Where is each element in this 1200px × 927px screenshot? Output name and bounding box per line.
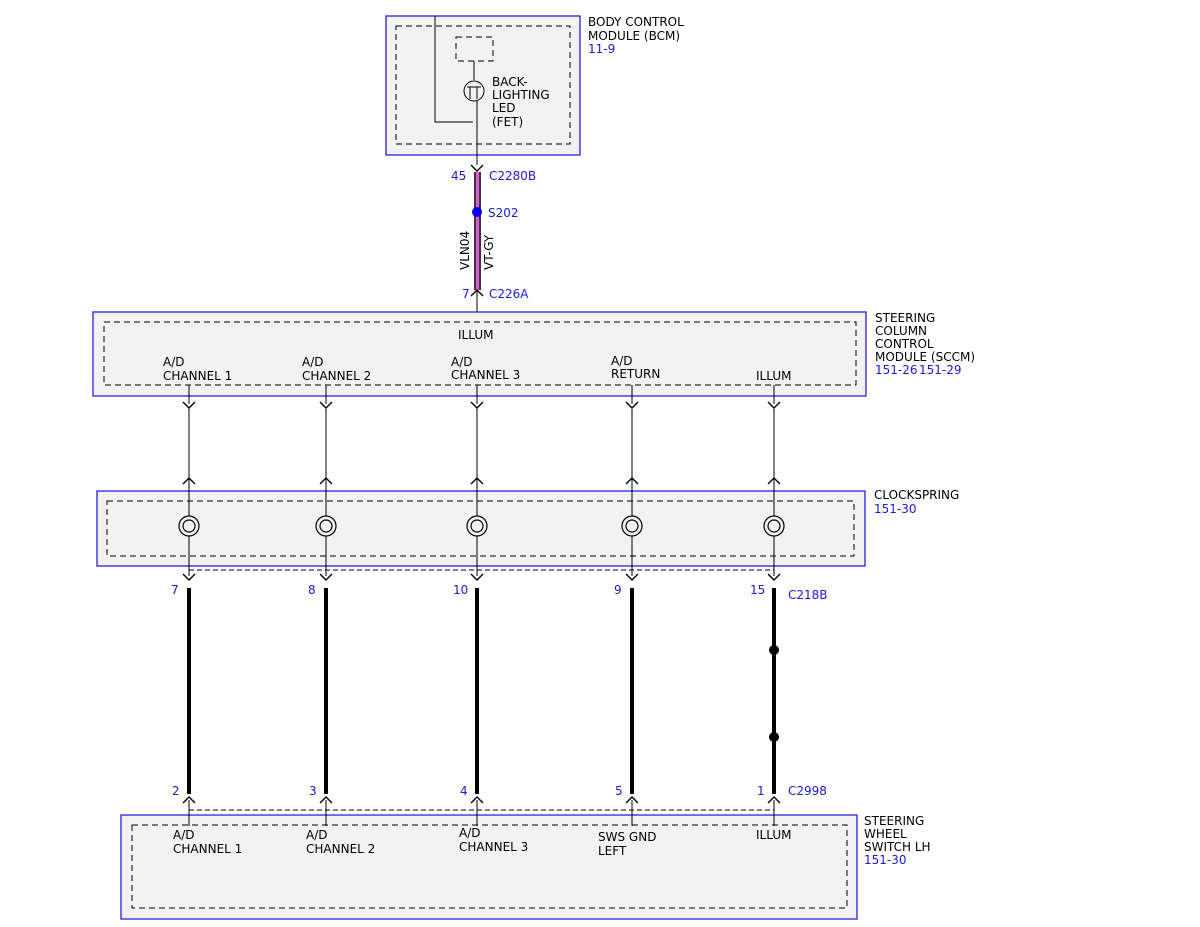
connector-c2280b-icon [470, 164, 484, 172]
sccm-illum-input-label: ILLUM [458, 328, 493, 342]
clockspring-inner-boundary [106, 500, 855, 557]
connector-chevron-icon [767, 573, 781, 581]
wire-channels: 7 2 8 3 10 4 9 5 15 1 [171, 385, 785, 826]
connector-chevron-icon [625, 573, 639, 581]
connector-chevron-icon [767, 477, 781, 485]
clockspring-pin-number: 7 [171, 583, 179, 597]
sccm-module: ILLUM A/D CHANNEL 1 A/D CHANNEL 2 A/D CH… [92, 311, 975, 397]
bcm-ref: 11-9 [588, 42, 615, 56]
clockspring-pin-number: 10 [453, 583, 468, 597]
wire-highlight [474, 172, 481, 290]
sws-pin-number: 1 [757, 784, 765, 798]
clockspring-ref: 151-30 [874, 502, 917, 516]
circuit-id: VLN04 [458, 231, 472, 270]
inline-splice-dot-icon [769, 732, 779, 742]
sws-pin-number: 2 [172, 784, 180, 798]
sws-ref: 151-30 [864, 853, 907, 867]
clockspring-coil-inner [470, 519, 484, 533]
splice-dot-icon [472, 207, 482, 217]
connector-chevron-icon [319, 573, 333, 581]
bcm-component-label: BACK- LIGHTING LED (FET) [492, 75, 554, 129]
splice-s202: S202 [488, 206, 519, 220]
clockspring-coil-inner [182, 519, 196, 533]
inline-splice-dot-icon [769, 645, 779, 655]
clockspring-name: CLOCKSPRING [874, 488, 959, 502]
clockspring-pin-number: 15 [750, 583, 765, 597]
connector-chevron-icon [319, 477, 333, 485]
sccm-ref-2: 151-29 [919, 363, 962, 377]
sccm-name: STEERING COLUMN CONTROL MODULE (SCCM) [875, 311, 975, 364]
sws-pin-number: 5 [615, 784, 623, 798]
clockspring-coil-inner [625, 519, 639, 533]
sws-pin-label: A/D CHANNEL 3 [459, 826, 528, 854]
connector-chevron-icon [625, 796, 639, 804]
connector-chevron-icon [470, 796, 484, 804]
connector-chevron-icon [470, 573, 484, 581]
connector-chevron-icon [182, 573, 196, 581]
sws-pin-number: 3 [309, 784, 317, 798]
connector-c2280b: C2280B [489, 169, 536, 183]
bcm-internal-wire [434, 16, 473, 123]
sccm-pin-label: A/D CHANNEL 3 [451, 355, 520, 382]
connector-chevron-icon [182, 796, 196, 804]
sws-inner-boundary [131, 824, 848, 909]
fet-symbol-icon [463, 80, 485, 102]
connector-c2998: C2998 [788, 784, 827, 798]
sws-pin-label: ILLUM [756, 828, 791, 842]
sccm-ref-1: 151-26 [875, 363, 918, 377]
connector-chevron-icon [625, 477, 639, 485]
connector-c218b: C218B [788, 588, 828, 602]
connector-chevron-icon [470, 477, 484, 485]
sws-pin-number: 4 [460, 784, 468, 798]
connector-chevron-icon [767, 796, 781, 804]
sccm-pin-label: A/D CHANNEL 2 [302, 355, 371, 383]
sws-pin-label: A/D CHANNEL 1 [173, 828, 242, 856]
sccm-pin-label: A/D RETURN [611, 354, 660, 381]
wire-color-code: VT-GY [482, 234, 496, 270]
feed-wire: 45 C2280B S202 VLN04 VT-GY 7 C226A [451, 100, 536, 322]
pin-45: 45 [451, 169, 466, 183]
pin-7-c226a: 7 [462, 287, 470, 301]
clockspring-module: CLOCKSPRING 151-30 C218B [96, 488, 959, 602]
clockspring-pin-number: 8 [308, 583, 316, 597]
connector-c226a: C226A [489, 287, 529, 301]
clockspring-pin-number: 9 [614, 583, 622, 597]
sws-module: A/D CHANNEL 1 A/D CHANNEL 2 A/D CHANNEL … [120, 784, 931, 920]
sccm-pin-label: ILLUM [756, 369, 791, 383]
sws-pin-label: SWS GND LEFT [598, 830, 660, 858]
bcm-module: BACK- LIGHTING LED (FET) BODY CONTROL MO… [385, 15, 688, 156]
bcm-box [385, 15, 581, 156]
bcm-internal-block [455, 36, 494, 62]
connector-chevron-icon [182, 477, 196, 485]
sccm-pin-label: A/D CHANNEL 1 [163, 355, 232, 383]
clockspring-coil-inner [319, 519, 333, 533]
clockspring-coil-inner [767, 519, 781, 533]
sws-pin-label: A/D CHANNEL 2 [306, 828, 375, 856]
sccm-box [92, 311, 867, 397]
sws-name: STEERING WHEEL SWITCH LH [864, 814, 931, 854]
bcm-name: BODY CONTROL MODULE (BCM) [588, 15, 688, 43]
connector-chevron-icon [319, 796, 333, 804]
bcm-inner-boundary [395, 25, 571, 145]
clockspring-box [96, 490, 866, 567]
sccm-inner-boundary [103, 321, 857, 386]
sws-box [120, 814, 858, 920]
